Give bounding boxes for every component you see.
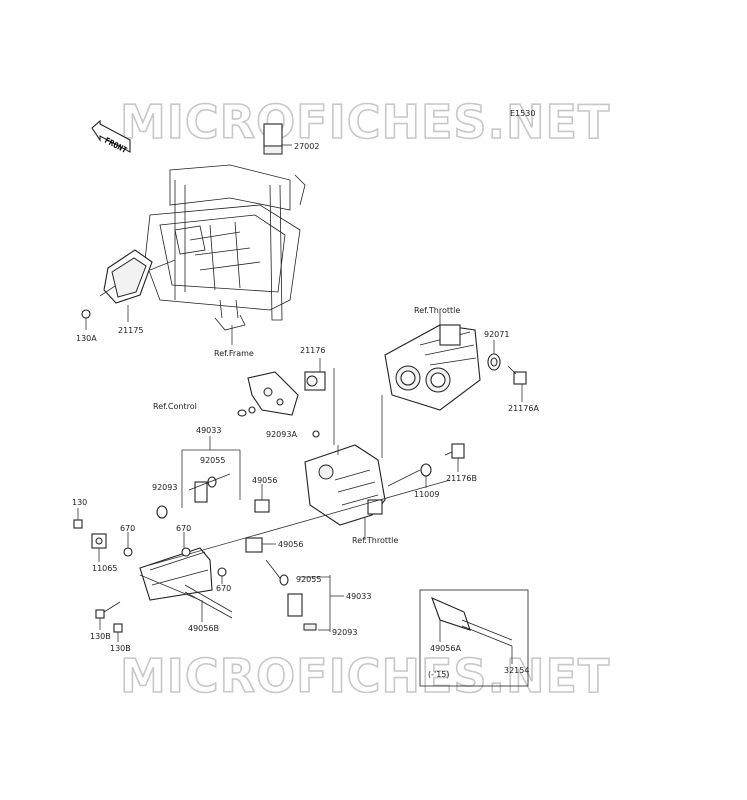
bolt-130A bbox=[81, 309, 91, 330]
relay-27002 bbox=[263, 123, 292, 155]
label-130A: 130A bbox=[76, 334, 97, 343]
frame-drawing bbox=[144, 164, 306, 345]
inset-note: (-'15) bbox=[428, 670, 450, 679]
oring-670-b bbox=[181, 547, 191, 557]
label-21176B: 21176B bbox=[446, 474, 477, 483]
sensor-21176B bbox=[444, 443, 465, 472]
ref-throttle-top: Ref.Throttle bbox=[414, 306, 461, 315]
ecu-21175 bbox=[99, 249, 176, 322]
throttle-body bbox=[381, 312, 481, 440]
label-21176A: 21176A bbox=[508, 404, 539, 413]
watermark-top: MICROFICHES.NET bbox=[120, 95, 610, 149]
label-27002: 27002 bbox=[294, 142, 320, 151]
label-92055-bot: 92055 bbox=[296, 575, 322, 584]
cap-49056-a bbox=[254, 484, 270, 513]
diagram-code: E1530 bbox=[510, 109, 536, 118]
cap-49056-b bbox=[245, 537, 276, 553]
label-49056-a: 49056 bbox=[252, 476, 278, 485]
label-21175: 21175 bbox=[118, 326, 144, 335]
injector-group-bottom bbox=[265, 559, 344, 632]
label-130B-a: 130B bbox=[90, 632, 111, 641]
label-49056A: 49056A bbox=[430, 644, 461, 653]
bolt-130B-b bbox=[113, 623, 123, 642]
label-32154: 32154 bbox=[504, 666, 530, 675]
bolt-130B-a bbox=[95, 601, 121, 630]
label-49056-b: 49056 bbox=[278, 540, 304, 549]
label-670-a: 670 bbox=[120, 524, 136, 533]
ref-frame: Ref.Frame bbox=[214, 349, 254, 358]
ref-control: Ref.Control bbox=[153, 402, 197, 411]
label-21176: 21176 bbox=[300, 346, 326, 355]
label-670-c: 670 bbox=[216, 584, 232, 593]
label-92055-top: 92055 bbox=[200, 456, 226, 465]
watermark-bottom: MICROFICHES.NET bbox=[120, 649, 610, 703]
label-92093A: 92093A bbox=[266, 430, 297, 439]
oring-11009 bbox=[420, 463, 432, 477]
injector-group-top bbox=[156, 436, 241, 519]
bolt-130 bbox=[73, 508, 83, 529]
washer-92071 bbox=[487, 340, 501, 371]
throttle-lower-assembly bbox=[304, 440, 386, 540]
label-49033-bot: 49033 bbox=[346, 592, 372, 601]
oring-92093A bbox=[312, 430, 320, 438]
bolt-21176A bbox=[507, 365, 527, 402]
label-130: 130 bbox=[72, 498, 88, 507]
sensor-21176 bbox=[304, 358, 335, 445]
label-670-b: 670 bbox=[176, 524, 192, 533]
label-130B-b: 130B bbox=[110, 644, 131, 653]
oring-670-a bbox=[123, 547, 133, 557]
inset-box bbox=[419, 589, 529, 687]
label-92093-top: 92093 bbox=[152, 483, 178, 492]
ref-throttle-bottom: Ref.Throttle bbox=[352, 536, 399, 545]
control-bracket bbox=[237, 371, 299, 417]
label-92071: 92071 bbox=[484, 330, 510, 339]
fuel-rail bbox=[139, 479, 451, 619]
label-49056B: 49056B bbox=[188, 624, 219, 633]
label-11009: 11009 bbox=[414, 490, 440, 499]
label-49033-top: 49033 bbox=[196, 426, 222, 435]
label-11065: 11065 bbox=[92, 564, 118, 573]
label-92093-bot: 92093 bbox=[332, 628, 358, 637]
oring-670-c bbox=[217, 567, 227, 577]
clamp-11065 bbox=[91, 533, 107, 562]
